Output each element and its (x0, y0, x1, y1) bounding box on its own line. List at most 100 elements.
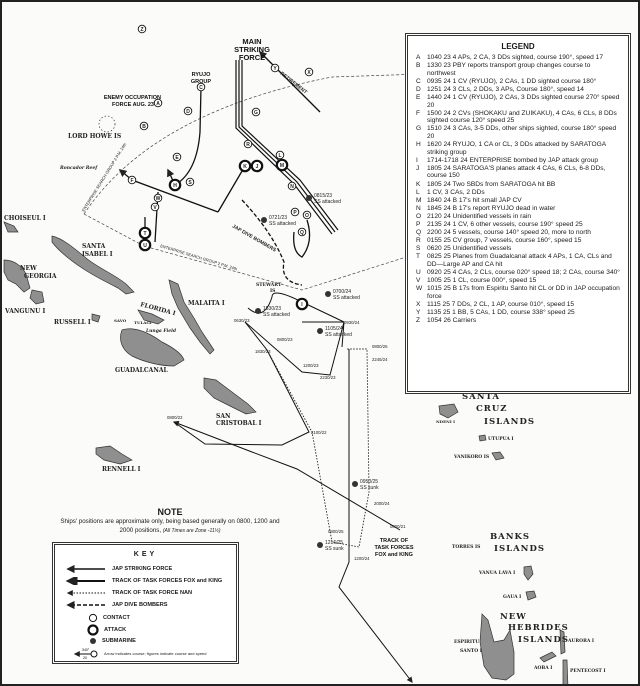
attack-ring-icon (138, 226, 152, 240)
submarine-icon (317, 328, 323, 334)
place-new-hebrides-3: ISLANDS (518, 635, 569, 645)
key-contact: CONTACT (88, 613, 130, 623)
place-santa-cruz-3: ISLANDS (484, 417, 535, 427)
time-label: 0800/25 (372, 344, 388, 349)
marker-letter: Z (140, 27, 143, 33)
legend-text: 1330 23 PBY reports transport group chan… (427, 62, 591, 77)
track-task-force-nan (266, 348, 370, 548)
legend-text: 1620 24 RYUJO, 1 CA or CL, 3 DDs attacke… (427, 141, 606, 156)
legend-letter: P (416, 220, 421, 228)
submarine-icon (317, 542, 323, 548)
key-jap-striking-force: JAP STRIKING FORCE (65, 565, 172, 573)
marker-t: T (138, 226, 152, 240)
contact-circle-icon (297, 227, 307, 237)
key-submarine: SUBMARINE (89, 637, 136, 645)
place-vangunu: VANGUNU I (4, 308, 45, 315)
legend-text: 1 CV, 3 CAs, 2 DDs (427, 188, 485, 196)
legend-letter: Q (416, 229, 422, 237)
legend-letter: X (416, 300, 421, 308)
island-utupua (478, 434, 487, 442)
submarine-status: SS sunk (360, 485, 379, 491)
place-russell: RUSSELL I (54, 319, 91, 326)
legend-letter: C (416, 77, 421, 85)
marker-letter: D (186, 109, 190, 115)
legend-letter: J (416, 164, 420, 172)
label-search-group-1: ENTERPRISE SEARCH GROUP 2 P.M. 24th (81, 142, 128, 213)
legend-letter: Y (416, 309, 421, 316)
submarine-status: SS attacked (269, 221, 296, 227)
legend-text: 1040 23 4 APs, 2 CA, 3 DDs sighted, cour… (427, 54, 604, 61)
marker-e: E (172, 152, 182, 162)
submarine-time: 0721/23 (269, 215, 287, 221)
marker-o: O (302, 210, 312, 220)
island-rennell (95, 445, 133, 465)
submarine-icon (306, 195, 312, 201)
contact-circle-icon (150, 202, 160, 212)
place-tulagi: TULAGI (134, 320, 152, 325)
contact-circle-icon (137, 24, 147, 34)
marker-letter: R (246, 142, 250, 148)
submarine-icon (325, 291, 331, 297)
marker-i: I (295, 297, 309, 311)
contact-circle-icon (304, 67, 314, 77)
label-ryujo-2: GROUP (191, 79, 212, 85)
time-label: 2000/24 (374, 501, 390, 506)
course-arrow-icon: 340° 20 (73, 648, 98, 660)
legend-letter: M (416, 196, 422, 204)
key-fox-king: TRACK OF TASK FORCES FOX and KING (65, 577, 222, 585)
time-label: 0630/23 (234, 318, 250, 323)
island-pentecost (562, 659, 569, 684)
track-o (293, 219, 311, 258)
contact-circle-icon (251, 107, 261, 117)
marker-letter: S (188, 180, 192, 186)
legend-text: 1015 25 B 17s from Espiritu Santo hit CL… (427, 285, 620, 300)
place-roncador: Roncador Reef (59, 165, 98, 171)
label-main-force-2: STRIKING (234, 45, 270, 54)
legend-text: 1840 24 B 17's hit small JAP CV (427, 196, 522, 204)
note: NOTE Ships' positions are approximate on… (60, 508, 280, 536)
contact-circle-icon (153, 193, 163, 203)
island-lord-howe (98, 115, 116, 133)
marker-letter: B (142, 124, 146, 130)
contact-circle-icon (290, 207, 300, 217)
key-course-arrow: 340° 20 Arrow indicates course; figures … (73, 646, 223, 660)
time-label: 0800/23 (277, 337, 293, 342)
submarine-time: 0815/23 (314, 193, 332, 199)
legend-letter: H (416, 141, 421, 149)
submarine-dot-icon (90, 638, 96, 644)
legend-text: 0935 24 1 CV (RYUJO), 2 CAs, 1 DD sighte… (427, 77, 597, 85)
label-dive-bombers: JAP DIVE BOMBERS (231, 224, 278, 254)
contact-circle-icon (287, 181, 297, 191)
marker-k: K (238, 159, 252, 173)
label-occupation-1: ENEMY OCCUPATION (104, 95, 161, 101)
attack-ring-icon (295, 297, 309, 311)
island-vanikoro (491, 451, 505, 461)
marker-b: B (139, 121, 149, 131)
marker-letter: T (143, 231, 146, 237)
place-new-georgia-2: GEORGIA (24, 273, 57, 280)
marker-letter: M (280, 163, 284, 169)
contact-circle-icon (270, 63, 280, 73)
place-espiritu-santo-2: SANTO I (460, 648, 482, 654)
note-title: NOTE (157, 507, 183, 517)
legend-text: 1805 24 Two SBDs from SARATOGA hit BB (427, 180, 556, 188)
submarine-status: SS attacked (314, 199, 341, 205)
track-main-striking-force (235, 60, 339, 235)
marker-r: R (243, 139, 253, 149)
legend-text: 2120 24 Unidentified vessels in rain (427, 212, 532, 220)
place-stewart-2: IS (270, 288, 275, 294)
legend-entry: H 1620 24 RYUJO, 1 CA or CL, 3 DDs attack… (416, 141, 620, 156)
